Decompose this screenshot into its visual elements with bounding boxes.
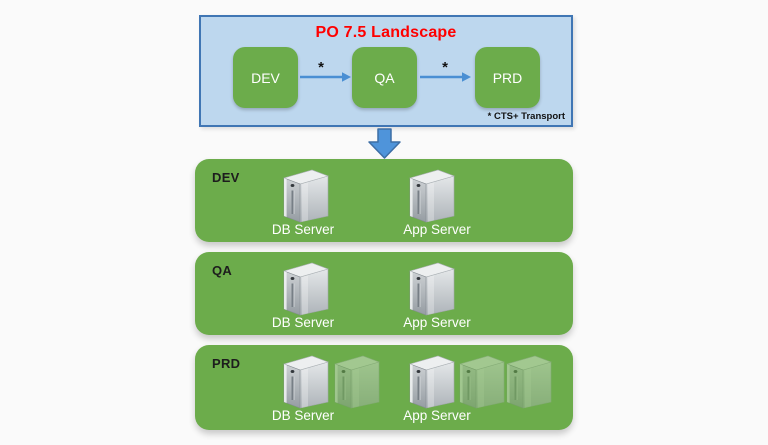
- cts-transport-footnote: * CTS+ Transport: [487, 111, 565, 122]
- server-icon: [282, 355, 330, 409]
- node-dev-label: DEV: [251, 69, 280, 86]
- db-server-label: DB Server: [271, 315, 335, 330]
- node-prd: PRD: [475, 47, 540, 108]
- node-prd-label: PRD: [492, 69, 523, 86]
- server-icon-faded: [333, 355, 381, 409]
- env-row-dev-label: DEV: [212, 170, 240, 185]
- down-arrow-icon: [368, 128, 401, 159]
- env-row-prd-label: PRD: [212, 356, 241, 371]
- server-icon: [282, 169, 330, 223]
- db-server-label: DB Server: [271, 222, 335, 237]
- server-icon: [408, 169, 456, 223]
- db-server-label: DB Server: [271, 408, 335, 423]
- node-qa: QA: [352, 47, 417, 108]
- env-row-qa-label: QA: [212, 263, 233, 278]
- app-server-label: App Server: [403, 315, 471, 330]
- server-icon: [408, 262, 456, 316]
- env-row-prd: PRD DB Server: [195, 345, 573, 430]
- node-qa-label: QA: [374, 69, 395, 86]
- app-server-label: App Server: [403, 408, 471, 423]
- env-row-qa: QA DB Server App Server: [195, 252, 573, 335]
- node-dev: DEV: [233, 47, 298, 108]
- transport-arrow-qa-prd-icon: [420, 72, 471, 82]
- transport-marker-2: *: [442, 59, 448, 76]
- panel-title: PO 7.5 Landscape: [315, 24, 457, 41]
- transport-marker-1: *: [318, 59, 324, 76]
- landscape-panel: PO 7.5 Landscape DEV * QA * PRD * CTS+ T…: [199, 15, 573, 127]
- server-icon-faded: [505, 355, 553, 409]
- server-icon: [408, 355, 456, 409]
- env-row-dev: DEV DB Server App Server: [195, 159, 573, 242]
- server-icon-faded: [458, 355, 506, 409]
- transport-arrow-dev-qa-icon: [300, 72, 351, 82]
- server-icon: [282, 262, 330, 316]
- app-server-label: App Server: [403, 222, 471, 237]
